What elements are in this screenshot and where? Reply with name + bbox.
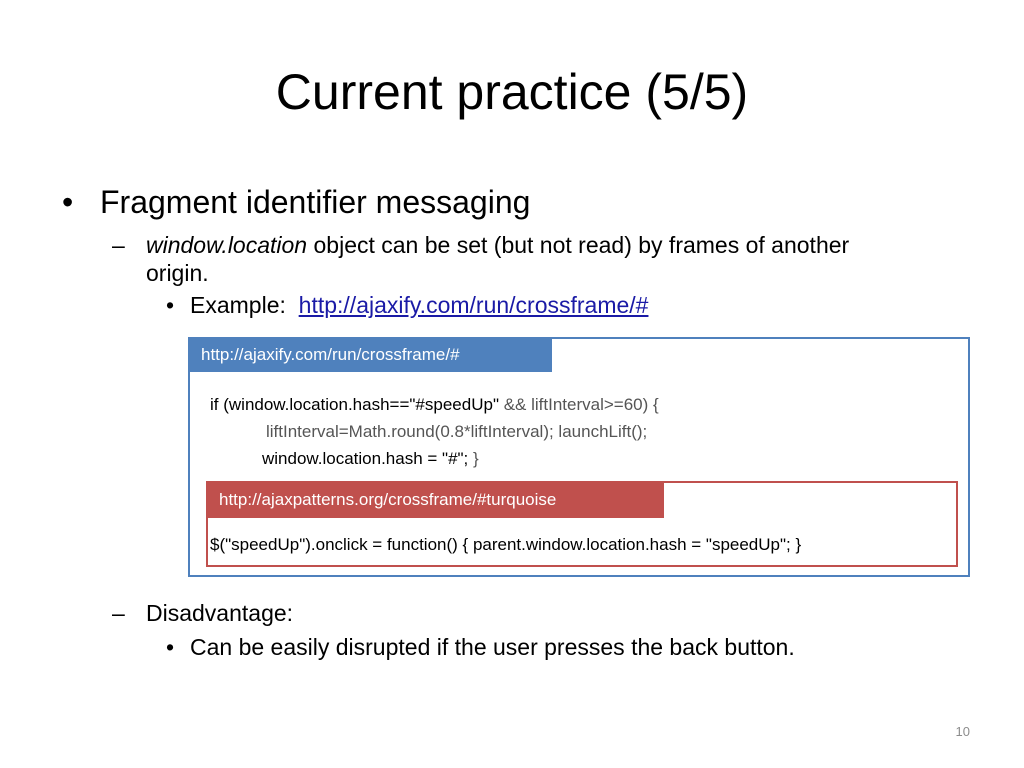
- slide-title: Current practice (5/5): [275, 64, 749, 120]
- example-label: Example:: [190, 292, 286, 318]
- example-link[interactable]: http://ajaxify.com/run/crossframe/#: [298, 292, 649, 318]
- code-line-2: liftInterval=Math.round(0.8*liftInterval…: [266, 422, 648, 441]
- inner-code-line: $("speedUp").onclick = function() { pare…: [210, 535, 802, 554]
- sub-bullet-text: Disadvantage:: [146, 600, 294, 626]
- code-line-3: window.location.hash = "#"; }: [262, 449, 479, 468]
- sub-bullet-text: object can be set (but not read) by fram…: [307, 232, 850, 258]
- outer-frame-url-tab: http://ajaxify.com/run/crossframe/#: [189, 338, 552, 372]
- bullet-marker: •: [166, 292, 175, 318]
- bullet-text: Fragment identifier messaging: [100, 184, 531, 220]
- bullet-marker: •: [62, 184, 74, 220]
- disadvantage-text: Can be easily disrupted if the user pres…: [190, 634, 795, 660]
- inner-frame-url-tab: http://ajaxpatterns.org/crossframe/#turq…: [207, 482, 664, 518]
- bullet-marker: •: [166, 634, 175, 660]
- code-line-1: if (window.location.hash=="#speedUp" && …: [210, 395, 659, 414]
- window-location-term: window.location: [146, 232, 308, 258]
- dash-marker: –: [112, 600, 125, 626]
- dash-marker: –: [112, 232, 125, 258]
- slide-number: 10: [955, 724, 970, 739]
